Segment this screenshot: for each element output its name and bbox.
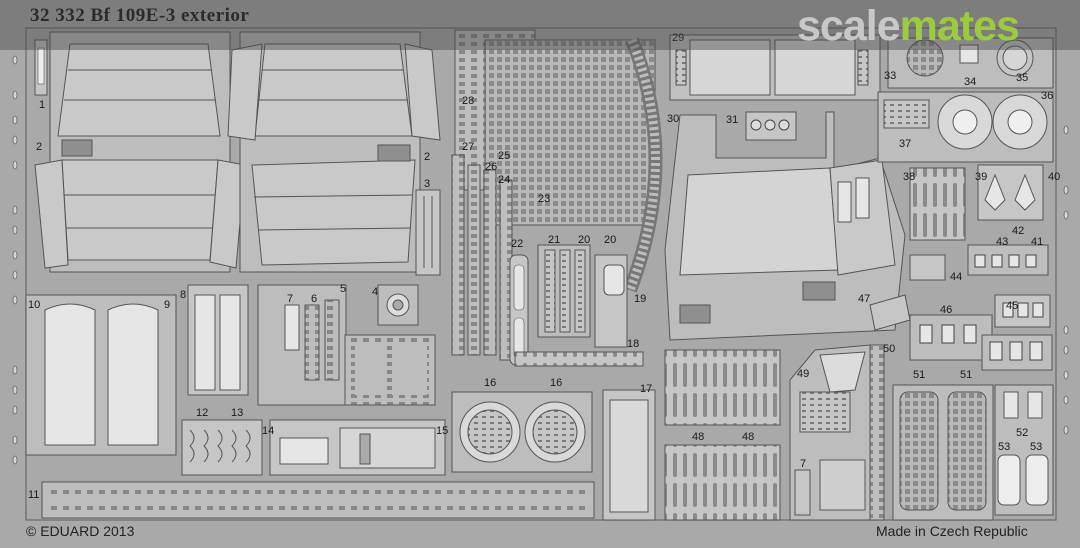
part-number: 49 (797, 368, 809, 380)
part-number: 53 (998, 441, 1010, 453)
part-44 (909, 254, 946, 281)
part-number: 9 (164, 299, 170, 311)
part-number: 6 (311, 293, 317, 305)
part-11 (41, 481, 595, 519)
part-29 (669, 34, 881, 101)
parts-49-50 (789, 344, 885, 521)
part-7-small (794, 469, 811, 516)
copyright-text: © EDUARD 2013 (26, 523, 135, 539)
parts-24-27-strips (451, 154, 513, 361)
part-number: 7 (800, 458, 806, 470)
part-2-flaps (34, 31, 441, 273)
part-number: 39 (975, 171, 987, 183)
part-number: 23 (538, 193, 550, 205)
part-number: 42 (1012, 225, 1024, 237)
part-number: 20 (604, 234, 616, 246)
part-number: 15 (436, 425, 448, 437)
parts-12-13 (181, 419, 263, 476)
part-number: 51 (913, 369, 925, 381)
part-number: 47 (858, 293, 870, 305)
part-38 (909, 167, 966, 241)
part-number: 20 (578, 234, 590, 246)
part-number: 5 (340, 283, 346, 295)
part-18 (514, 351, 644, 367)
part-47 (869, 294, 911, 331)
part-number: 44 (950, 271, 962, 283)
part-number: 2 (36, 141, 42, 153)
watermark-band (0, 0, 1080, 50)
part-number: 31 (726, 114, 738, 126)
part-number: 18 (627, 338, 639, 350)
part-number: 16 (484, 377, 496, 389)
parts-36-37-wheels (877, 91, 1054, 163)
part-number: 13 (231, 407, 243, 419)
part-number: 3 (424, 178, 430, 190)
part-number: 16 (550, 377, 562, 389)
part-number: 25 (498, 150, 510, 162)
part-number: 10 (28, 299, 40, 311)
parts-20-21 (537, 244, 628, 348)
part-number: 4 (372, 286, 378, 298)
left-rivet-drops (12, 55, 18, 465)
part-number: 2 (424, 151, 430, 163)
part-number: 46 (940, 304, 952, 316)
part-number: 26 (485, 161, 497, 173)
part-number: 7 (287, 293, 293, 305)
part-number: 36 (1041, 90, 1053, 102)
part-number: 35 (1016, 72, 1028, 84)
parts-39-40 (977, 164, 1044, 221)
part-number: 22 (511, 238, 523, 250)
part-number: 52 (1016, 427, 1028, 439)
part-number: 48 (742, 431, 754, 443)
part-number: 37 (899, 138, 911, 150)
part-number: 17 (640, 383, 652, 395)
part-48-b (664, 444, 781, 521)
part-number: 50 (883, 343, 895, 355)
scalemates-logo: scalemates (797, 2, 1020, 50)
part-16-wheels (451, 391, 593, 473)
part-number: 29 (672, 32, 684, 44)
part-number: 24 (498, 174, 510, 186)
part-number: 28 (462, 95, 474, 107)
right-rivet-drops (1063, 125, 1069, 435)
part-3 (415, 189, 441, 276)
part-number: 41 (1031, 236, 1043, 248)
part-number: 12 (196, 407, 208, 419)
part-number: 34 (964, 76, 976, 88)
parts-33-35 (887, 37, 1054, 89)
part-number: 51 (960, 369, 972, 381)
part-number: 43 (996, 236, 1008, 248)
sheet-title: 32 332 Bf 109E-3 exterior (30, 5, 250, 26)
part-number: 40 (1048, 171, 1060, 183)
part-48-a (664, 349, 781, 426)
part-number: 53 (1030, 441, 1042, 453)
part-number: 38 (903, 171, 915, 183)
part-30-panel (664, 111, 906, 341)
part-number: 30 (667, 113, 679, 125)
part-number: 14 (262, 425, 274, 437)
part-number: 45 (1006, 300, 1018, 312)
part-number: 21 (548, 234, 560, 246)
part-number: 19 (634, 293, 646, 305)
part-number: 8 (180, 289, 186, 301)
parts-5-7 (257, 284, 347, 406)
part-number: 33 (884, 70, 896, 82)
parts-9-10 (25, 294, 177, 456)
part-number: 27 (462, 141, 474, 153)
origin-text: Made in Czech Republic (876, 523, 1028, 539)
part-number: 1 (39, 99, 45, 111)
part-number: 48 (692, 431, 704, 443)
part-numbers: 1 2 2 3 4 5 6 7 7 8 9 10 11 12 13 14 15 … (28, 32, 1060, 501)
part-number: 11 (28, 489, 39, 501)
